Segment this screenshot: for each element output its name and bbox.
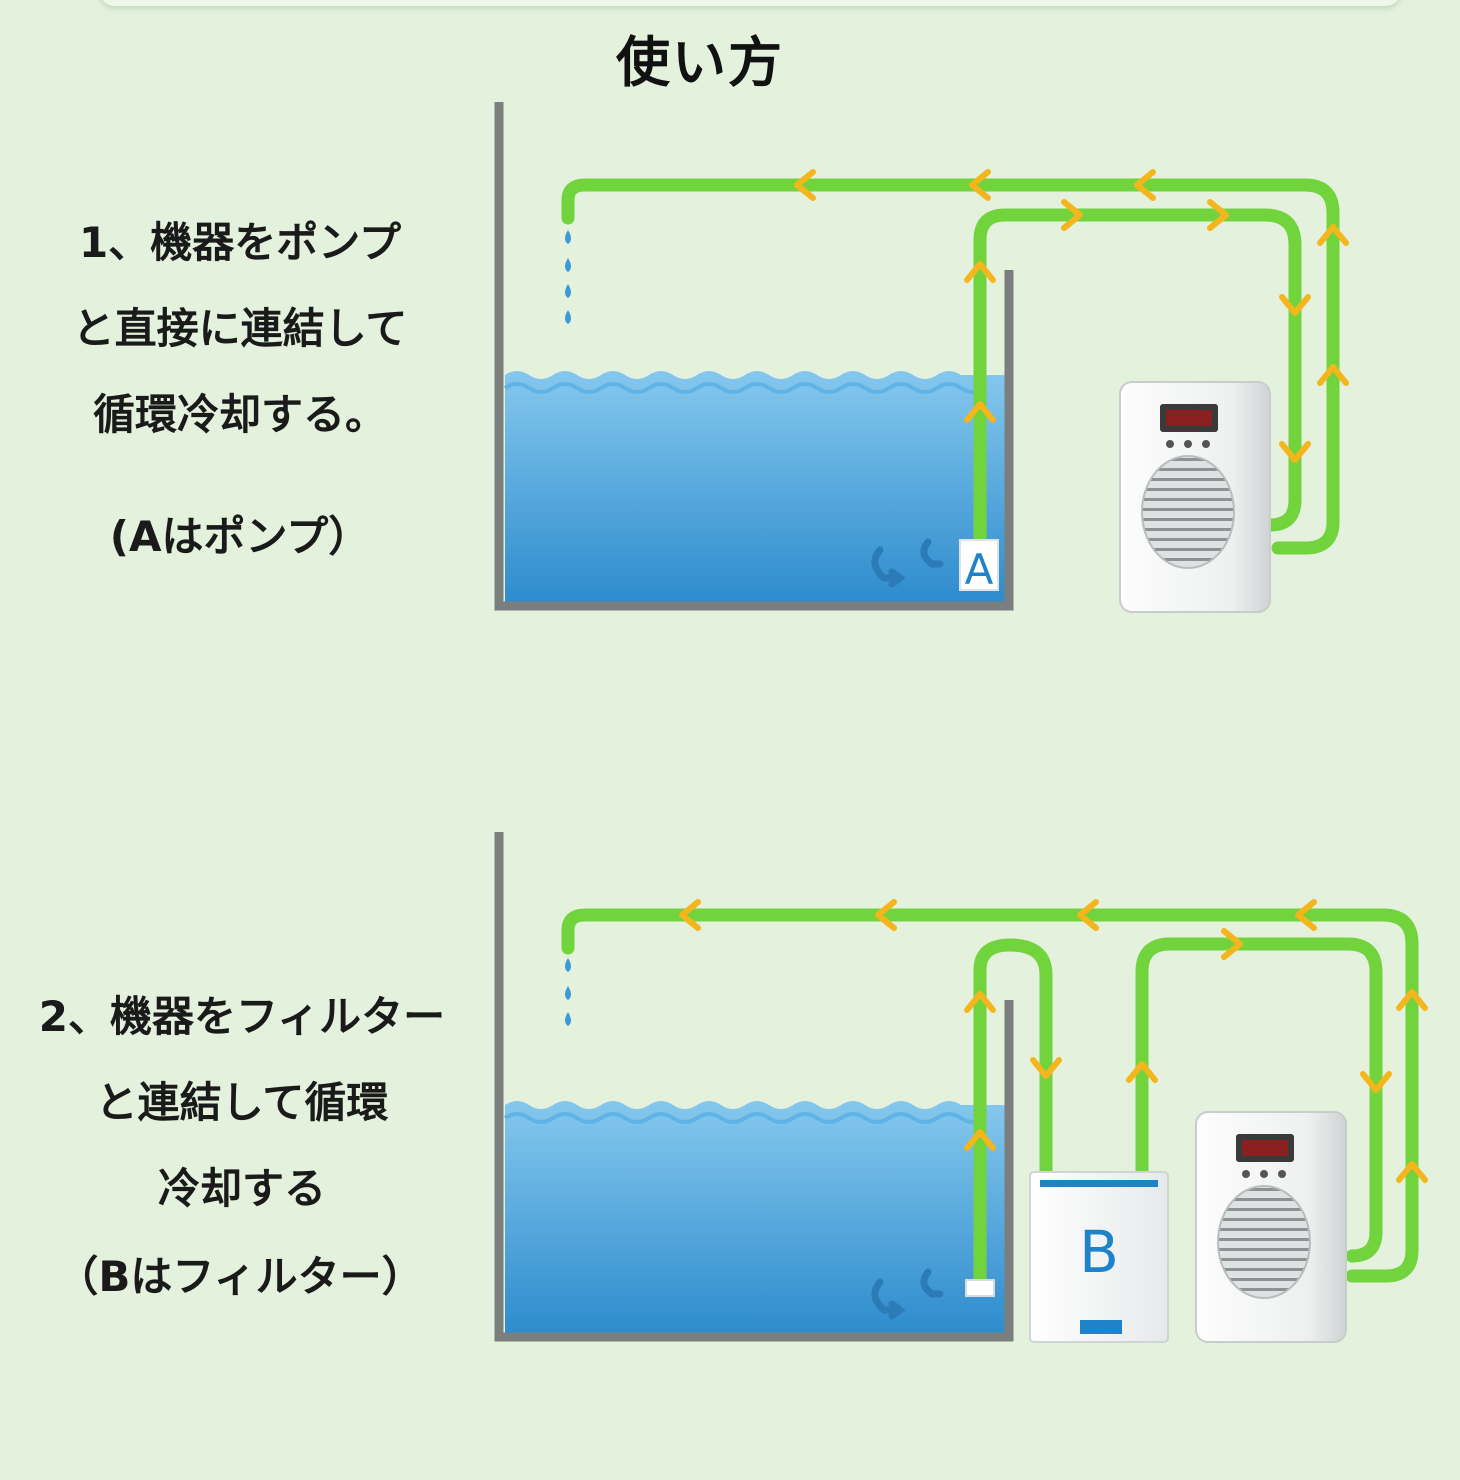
tank-to-filter-pipe xyxy=(973,938,1053,1289)
filter-b-label: B xyxy=(1079,1218,1119,1286)
top-banner-edge xyxy=(100,0,1400,6)
page-title: 使い方 xyxy=(616,31,784,94)
section1-line-2: と直接に連結して xyxy=(72,304,408,353)
circulation-swirl-icon xyxy=(871,1268,944,1320)
section2-caption: 2、機器をフィルター と連結して循環 冷却する xyxy=(2,974,482,1232)
chiller-unit-2 xyxy=(1195,1111,1347,1343)
section2-line-1: 2、機器をフィルター xyxy=(38,992,446,1041)
tank-2-wave-lines xyxy=(503,1112,987,1124)
water-drops-icon xyxy=(565,958,571,1026)
diagram-2: B xyxy=(494,832,1425,1343)
supply-pipe-1 xyxy=(973,208,1302,547)
section1-line-1: 1、機器をポンプ xyxy=(79,218,401,267)
filter-b-box: B xyxy=(1029,1171,1169,1343)
section1-note: (Aはポンプ） xyxy=(109,512,371,561)
tank-1-water xyxy=(505,371,1005,602)
section1-caption: 1、機器をポンプ と直接に連結して 循環冷却する。 xyxy=(0,200,480,458)
chiller-unit-1 xyxy=(1119,381,1271,613)
tank-2-water xyxy=(505,1101,1005,1333)
circulation-swirl-icon xyxy=(871,538,944,588)
section2-line-2: と連結して循環 xyxy=(95,1078,389,1127)
return-pipe-1 xyxy=(561,178,1340,555)
filter-to-chiller-pipe xyxy=(1135,937,1383,1263)
diagram-1: A xyxy=(494,102,1346,613)
section2-note: （Bはフィルター） xyxy=(56,1252,424,1301)
section1-line-3: 循環冷却する。 xyxy=(92,390,387,439)
pump-a-label: A xyxy=(965,545,994,594)
tank-1-wave-lines xyxy=(503,382,987,394)
pump-a-box: A xyxy=(959,539,999,594)
tank-2-walls xyxy=(494,832,1014,1342)
section2-line-3: 冷却する xyxy=(157,1164,326,1213)
intake-nozzle xyxy=(965,1279,995,1297)
tank-1-walls xyxy=(494,102,1014,611)
return-pipe-2 xyxy=(561,908,1419,1283)
water-drops-icon xyxy=(565,230,571,324)
